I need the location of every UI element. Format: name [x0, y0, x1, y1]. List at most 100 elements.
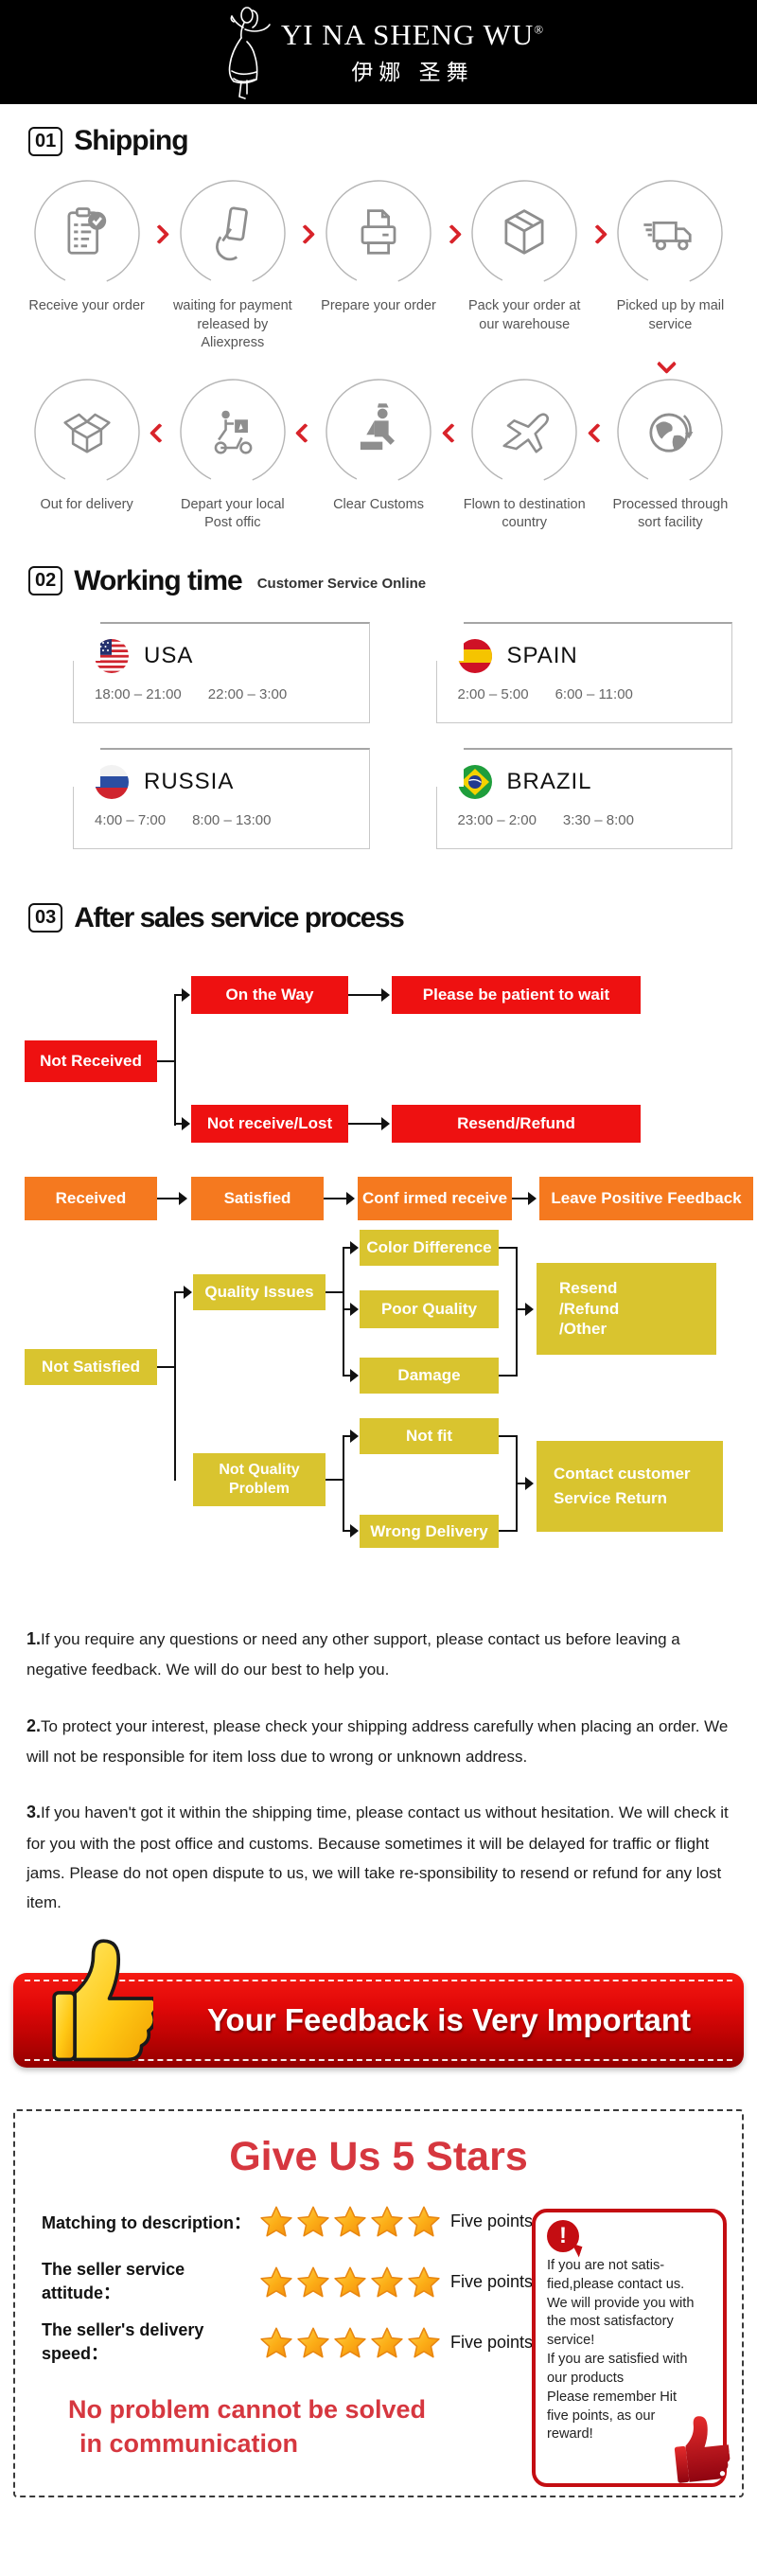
star-icon	[334, 2206, 366, 2237]
worktime-range: 2:00 – 5:00	[457, 685, 529, 702]
flow-box-not-fit: Not fit	[360, 1417, 499, 1454]
country-name: USA	[144, 642, 194, 668]
section-title: Working time	[74, 564, 242, 596]
spain-flag-icon	[457, 638, 492, 673]
note-paragraph: 3.If you haven't got it within the shipp…	[26, 1803, 729, 1912]
order-checklist-icon	[67, 207, 106, 255]
star-icon	[334, 2327, 366, 2358]
communication-slogan: No problem cannot be solved in communica…	[68, 2394, 427, 2459]
star-icon	[371, 2206, 403, 2237]
country-name: RUSSIA	[144, 768, 235, 794]
star-icon	[260, 2327, 292, 2358]
brazil-flag-icon	[457, 764, 492, 799]
flow-box-received: Received	[25, 1176, 157, 1220]
shipping-step: Depart your local Post offic	[167, 377, 298, 533]
flow-box-leave-positive-feedback: Leave Positive Feedback	[539, 1176, 753, 1220]
banner-title: Your Feedback is Very Important	[207, 2001, 692, 2037]
country-name: BRAZIL	[506, 768, 592, 794]
shipping-step: Picked up by mail service	[605, 178, 736, 334]
worktime-range: 4:00 – 7:00	[95, 811, 167, 828]
shipping-step: waiting for payment released by Aliexpre…	[167, 178, 298, 353]
star-icon	[408, 2206, 440, 2237]
flow-box-please-wait: Please be patient to wait	[392, 975, 641, 1014]
exclamation-icon: !	[547, 2219, 579, 2252]
flow-box-poor-quality: Poor Quality	[360, 1289, 499, 1328]
shipping-section: 01 Shipping Receive your order waiting f…	[0, 125, 757, 533]
flow-box-damage: Damage	[360, 1357, 499, 1394]
step-label: Prepare your order	[321, 298, 436, 313]
note-paragraph: 1.If you require any questions or need a…	[26, 1628, 680, 1679]
usa-flag-icon	[95, 638, 129, 673]
worktime-range: 22:00 – 3:00	[207, 685, 288, 702]
worktime-range: 8:00 – 13:00	[192, 811, 272, 828]
step-label: Depart your local Post offic	[181, 496, 285, 531]
flow-box-not-receive-lost: Not receive/Lost	[191, 1104, 348, 1143]
five-stars-section: Give Us 5 Stars Matching to description：…	[13, 2108, 744, 2497]
working-time-section: 02 Working time Customer Service Online …	[0, 565, 757, 849]
worktime-range: 23:00 – 2:00	[457, 811, 537, 828]
customs-officer-icon	[360, 402, 395, 450]
flow-box-not-quality-problem: Not Quality Problem	[193, 1452, 326, 1506]
points-label: Five points	[450, 2333, 534, 2353]
after-sales-section: 03 After sales service process On the Wa…	[0, 902, 757, 1574]
star-rating	[259, 2265, 441, 2300]
step-label: waiting for payment released by Aliexpre…	[172, 298, 292, 351]
star-icon	[371, 2266, 403, 2298]
section-title: After sales service process	[74, 901, 405, 933]
star-icon	[371, 2327, 403, 2358]
star-icon	[260, 2266, 292, 2298]
airplane-icon	[502, 413, 550, 453]
section-number-badge: 01	[28, 126, 63, 156]
star-icon	[408, 2266, 440, 2298]
section-subtitle: Customer Service Online	[256, 576, 427, 593]
rating-row: Matching to description： Five points	[42, 2197, 742, 2247]
satisfaction-note-panel: ! If you are not satis- fied,please cont…	[532, 2208, 731, 2487]
step-label: Receive your order	[28, 298, 145, 313]
shipping-step: Flown to destination country	[459, 377, 590, 533]
flow-box-contact-customer-service: Contact customer Service Return	[537, 1440, 723, 1532]
step-label: Flown to destination country	[463, 496, 586, 531]
worktime-card-usa: USA 18:00 – 21:00 22:00 – 3:00	[72, 620, 370, 723]
worktime-range: 6:00 – 11:00	[555, 685, 633, 702]
registered-mark: ®	[534, 22, 545, 37]
flow-box-not-satisfied: Not Satisfied	[25, 1348, 157, 1385]
step-label: Pack your order at our warehouse	[467, 298, 581, 332]
rating-label: The seller service attitude：	[42, 2260, 185, 2303]
section-number-badge: 03	[28, 903, 63, 933]
feedback-banner: Your Feedback is Very Important	[13, 1939, 744, 2068]
open-box-icon	[62, 413, 111, 453]
flow-box-resend-refund-other: Resend /Refund /Other	[537, 1262, 716, 1355]
shipping-step: Prepare your order	[312, 178, 444, 316]
section-title: Shipping	[74, 125, 188, 156]
header-banner: YI NA SHENG WU® 伊娜 圣舞	[0, 0, 757, 104]
rating-row: The seller service attitude： Five points	[42, 2258, 742, 2307]
payment-card-icon	[215, 206, 248, 261]
star-icon	[408, 2327, 440, 2358]
thumbs-up-icon	[52, 1939, 153, 2062]
note-paragraph: 2.To protect your interest, please check…	[26, 1715, 729, 1766]
step-label: Out for delivery	[40, 496, 133, 512]
flow-box-not-received: Not Received	[25, 1039, 157, 1082]
russia-flag-icon	[95, 764, 129, 799]
rating-row: The seller's delivery speed： Five points	[42, 2318, 742, 2368]
shipping-row-2: Out for delivery Depart your local Post …	[0, 377, 757, 533]
flow-box-wrong-delivery: Wrong Delivery	[360, 1514, 499, 1548]
flow-box-confirmed-receive: Conf irmed receive	[358, 1176, 512, 1220]
star-icon	[297, 2206, 329, 2237]
shipping-step: Receive your order	[21, 178, 152, 316]
dancer-logo	[228, 7, 271, 99]
worktime-card-russia: RUSSIA 4:00 – 7:00 8:00 – 13:00	[72, 746, 370, 849]
flow-box-quality-issues: Quality Issues	[193, 1273, 326, 1310]
star-rating	[259, 2326, 441, 2360]
section-number-badge: 02	[28, 566, 63, 596]
courier-scooter-icon	[214, 410, 253, 454]
worktime-range: 18:00 – 21:00	[95, 685, 182, 702]
thumbs-up-red-icon	[675, 2416, 731, 2483]
star-icon	[297, 2266, 329, 2298]
step-label: Clear Customs	[333, 496, 424, 512]
delivery-truck-icon	[643, 221, 693, 251]
shipping-step: Clear Customs	[312, 377, 444, 515]
shipping-row-1: Receive your order waiting for payment r…	[0, 178, 757, 353]
